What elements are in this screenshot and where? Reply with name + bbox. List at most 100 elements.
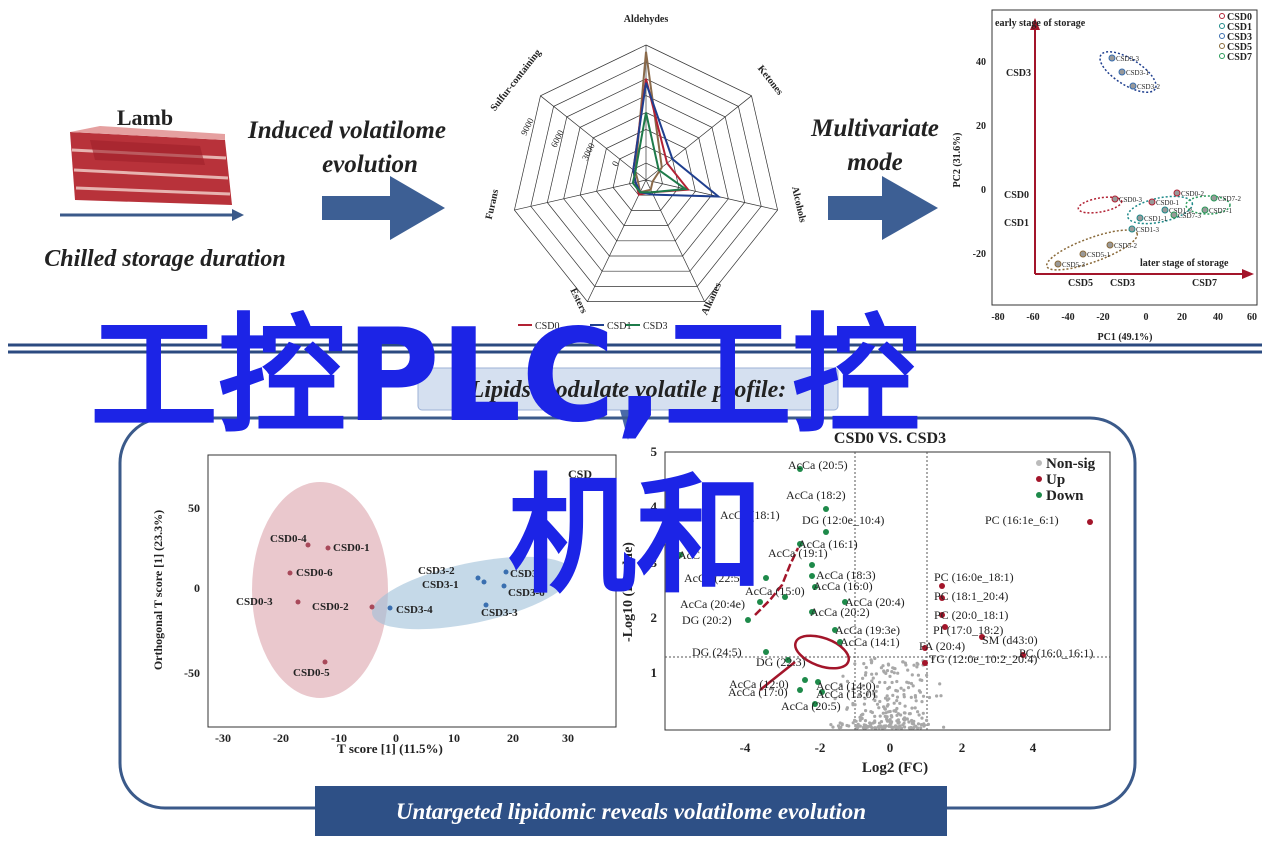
volcano-nonsig-point xyxy=(890,680,894,685)
volcano-nonsig-point xyxy=(910,721,914,726)
volcano-nonsig-point xyxy=(873,726,877,730)
volcano-nonsig-point xyxy=(925,718,929,723)
pca-group-csd0: CSD0 xyxy=(1004,190,1029,201)
opls-xtick: 30 xyxy=(562,731,574,745)
volcano-nonsig-point xyxy=(878,725,882,729)
pca-ytick: -20 xyxy=(973,249,986,260)
volcano-highlight-line xyxy=(754,547,800,616)
bottom-title-banner xyxy=(315,786,947,836)
volcano-nonsig-point xyxy=(908,712,912,716)
volcano-nonsig-point xyxy=(856,725,860,729)
pca-group-csd5: CSD5 xyxy=(1068,278,1093,289)
volcano-nonsig-point xyxy=(845,723,849,728)
volcano-nonsig-point xyxy=(853,662,857,666)
volcano-point xyxy=(802,677,808,683)
opls-xlabel: T score [1] (11.5%) xyxy=(337,741,443,756)
radar-tick-0: 0 xyxy=(610,159,621,168)
volcano-label: AcCa (17:0) xyxy=(728,685,788,699)
volcano-nonsig-point xyxy=(939,694,943,698)
pca-legend-label: CSD0 xyxy=(1227,12,1252,23)
volcano-nonsig-point xyxy=(899,686,903,690)
volcano-nonsig-point xyxy=(906,686,911,690)
lamb-meat-image xyxy=(70,126,232,205)
volcano-xtick: -4 xyxy=(740,740,751,755)
opls-point-label: CSD3-5 xyxy=(510,568,547,580)
radar-axis-ketones: Ketones xyxy=(755,63,785,97)
volcano-nonsig-point xyxy=(912,663,916,667)
pca-point-label: CSD0-3 xyxy=(1119,196,1142,204)
opls-ytick: 50 xyxy=(188,501,200,515)
volcano-nonsig-point xyxy=(903,716,907,720)
volcano-nonsig-point xyxy=(919,726,923,730)
radar-tick-3000: 3000 xyxy=(580,141,597,162)
pca-point xyxy=(1079,250,1087,258)
pca-legend-dot xyxy=(1219,13,1225,19)
volcano-nonsig-point xyxy=(869,661,874,665)
volcano-legend-nonsig: Non-sig xyxy=(1046,456,1096,472)
pca-point xyxy=(1148,198,1156,206)
volcano-point xyxy=(782,594,788,600)
pca-point-label: CSD0-2 xyxy=(1181,190,1204,198)
pca-ytick: 20 xyxy=(976,121,986,132)
pca-xtick: 40 xyxy=(1213,312,1223,323)
pca-point xyxy=(1128,225,1136,233)
pca-later-arrowhead xyxy=(1242,269,1254,279)
volcano-nonsig-point xyxy=(867,690,871,694)
pca-point-label: CSD7-1 xyxy=(1209,207,1232,215)
pca-point-label: CSD5-2 xyxy=(1114,242,1137,250)
opls-point-label: CSD3-1 xyxy=(422,579,459,591)
volcano-point xyxy=(837,639,843,645)
volcano-nonsig-point xyxy=(920,716,924,720)
volcano-nonsig-point xyxy=(839,725,843,730)
volcano-nonsig-point xyxy=(853,703,857,707)
radar-axis-aldehydes: Aldehydes xyxy=(624,14,669,25)
arrow-1 xyxy=(322,176,445,240)
volcano-nonsig-point xyxy=(910,673,914,677)
radar-series-2 xyxy=(632,82,722,198)
radar-grid-spoke xyxy=(587,179,647,302)
volcano-label: AcCa (13:0) xyxy=(816,687,876,701)
volcano-nonsig-point xyxy=(863,719,868,723)
volcano-label: TG (12:0e_10:2_20:4) xyxy=(929,652,1037,666)
volcano-nonsig-point xyxy=(889,714,894,718)
volcano-point xyxy=(763,649,769,655)
volcano-point xyxy=(979,634,985,640)
volcano-nonsig-point xyxy=(903,661,908,665)
pca-xtick: 20 xyxy=(1177,312,1187,323)
pca-point xyxy=(1210,194,1218,202)
volcano-nonsig-point xyxy=(879,720,884,724)
volcano-nonsig-point xyxy=(845,679,850,684)
volcano-point xyxy=(823,506,829,512)
volcano-label: AcCa (18:3) xyxy=(816,568,876,582)
pca-legend-dot xyxy=(1219,43,1225,49)
radar-grid-ring xyxy=(563,95,729,257)
volcano-nonsig-point xyxy=(864,665,868,670)
radar-axis-alcohols: Alcohols xyxy=(789,185,808,223)
volcano-point xyxy=(939,595,945,601)
pca-point-label: CSD0-1 xyxy=(1156,199,1179,207)
volcano-ytick: 1 xyxy=(651,665,658,680)
volcano-nonsig-point xyxy=(886,710,891,714)
pca-group-csd7: CSD7 xyxy=(1192,278,1217,289)
radar-grid-spoke xyxy=(645,179,778,211)
volcano-point xyxy=(939,612,945,618)
opls-point-label: CSD3-6 xyxy=(508,587,545,599)
volcano-label: PC (16:0_16:1) xyxy=(1019,646,1093,660)
volcano-nonsig-point xyxy=(913,706,917,710)
volcano-nonsig-point xyxy=(874,672,879,676)
pca-point-label: CSD7-3 xyxy=(1178,212,1201,220)
pca-point xyxy=(1106,241,1114,249)
opls-legend-partial: CSD xyxy=(568,467,592,481)
volcano-point xyxy=(809,562,815,568)
volcano-nonsig-point xyxy=(913,694,918,698)
pca-point xyxy=(1129,82,1137,90)
volcano-nonsig-point xyxy=(881,711,885,715)
volcano-ytick: 2 xyxy=(651,610,658,625)
volcano-nonsig-point xyxy=(864,671,868,675)
volcano-nonsig-point xyxy=(883,680,887,685)
opls-point xyxy=(481,579,487,585)
opls-ellipse-csd3 xyxy=(372,556,572,630)
